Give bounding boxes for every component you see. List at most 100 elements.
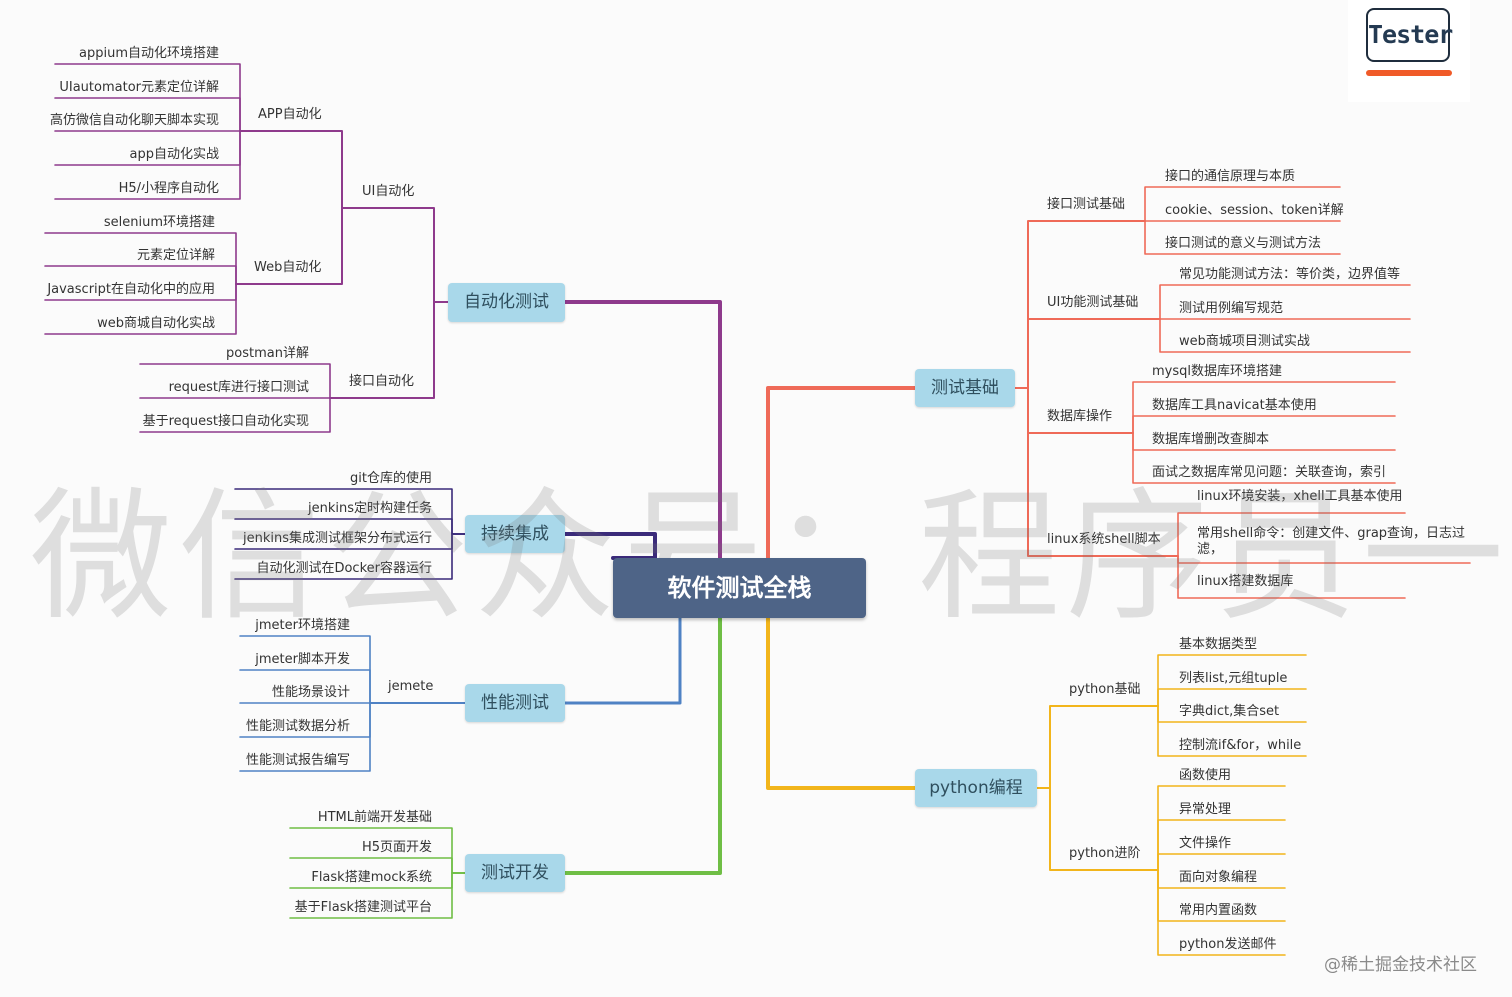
label-app-automation: APP自动化 [258, 107, 322, 122]
dev-item: Flask搭建mock系统 [311, 870, 432, 885]
label-web-automation: Web自动化 [254, 260, 322, 275]
node-basics: 测试基础 [915, 369, 1015, 407]
connector-app-item [54, 130, 241, 200]
credit-text: @稀土掘金技术社区 [1324, 955, 1477, 975]
root-node: 软件测试全栈 [613, 558, 866, 618]
web-item: selenium环境搭建 [103, 215, 215, 230]
connector-ui-basics-item [1159, 318, 1411, 353]
connector-api-item [139, 397, 331, 433]
label-linux: linux系统shell脚本 [1047, 532, 1161, 547]
connector-web-item [44, 265, 237, 285]
ci-item: jenkins集成测试框架分布式运行 [242, 531, 432, 546]
app-item: app自动化实战 [129, 147, 219, 162]
python-basic-item: 列表list,元组tuple [1179, 671, 1288, 686]
logo-underline [1366, 70, 1452, 76]
dev-item: HTML前端开发基础 [317, 810, 432, 825]
logo-text: Tester [1366, 8, 1453, 62]
python-advanced-item: python发送邮件 [1179, 937, 1277, 952]
interface-item: 接口的通信原理与本质 [1165, 169, 1296, 184]
app-item: UIautomator元素定位详解 [59, 80, 219, 95]
perf-item: jmeter环境搭建 [255, 618, 350, 633]
python-advanced-item: 异常处理 [1179, 802, 1232, 817]
label-python-basic: python基础 [1069, 682, 1141, 697]
linux-item: 常用shell命令：创建文件、grap查询，日志过滤， [1197, 526, 1466, 557]
perf-item: 性能场景设计 [271, 685, 350, 700]
connector-web [317, 207, 343, 285]
label-python-advanced: python进阶 [1069, 846, 1141, 861]
connector-api [405, 301, 435, 399]
connector-basics [766, 386, 917, 560]
api-item: 基于request接口自动化实现 [142, 414, 309, 429]
perf-item: 性能测试数据分析 [245, 719, 350, 734]
python-advanced-item: 面向对象编程 [1179, 870, 1258, 885]
connector-app [317, 130, 343, 209]
connector-python-advanced-item [1157, 853, 1286, 871]
dev-item: 基于Flask搭建测试平台 [294, 900, 432, 915]
connector-dev-item [289, 872, 466, 919]
dev-item: H5页面开发 [361, 840, 432, 855]
db-item: mysql数据库环境搭建 [1152, 364, 1282, 379]
app-item: appium自动化环境搭建 [79, 46, 219, 61]
connector-python-basic-item [1157, 705, 1307, 757]
connector-db-item [1132, 415, 1396, 434]
connector-perf-item [239, 702, 371, 772]
connector-python [766, 616, 917, 790]
python-advanced-item: 常用内置函数 [1179, 903, 1258, 918]
label-api-automation: 接口自动化 [349, 374, 415, 389]
logo: Tester [1348, 0, 1470, 102]
connector-perf-item [239, 669, 371, 704]
python-advanced-item: 文件操作 [1179, 836, 1232, 851]
connector-automation [563, 300, 722, 560]
python-basic-item: 字典dict,集合set [1179, 704, 1280, 719]
connector-interface-item [1144, 220, 1341, 255]
node-automation: 自动化测试 [448, 283, 565, 322]
connector-interface-item [1144, 186, 1341, 222]
connector-dev [563, 616, 722, 875]
ui-basics-item: 常见功能测试方法：等价类，边界值等 [1179, 267, 1401, 282]
app-item: 高仿微信自动化聊天脚本实现 [49, 113, 219, 128]
connector-ui-basics-item [1159, 284, 1411, 320]
connector-python-advanced-item [1157, 869, 1286, 956]
label-interface-basics: 接口测试基础 [1047, 197, 1126, 212]
interface-item: cookie、session、token详解 [1165, 203, 1344, 218]
connector-ui-basics [1027, 318, 1161, 389]
node-python: python编程 [915, 769, 1037, 807]
connector-ci-item [234, 533, 466, 580]
connector-python-basic-item [1157, 688, 1307, 707]
perf-item: 性能测试报告编写 [245, 753, 350, 768]
connector-performance [563, 616, 682, 705]
ci-item: 自动化测试在Docker容器运行 [256, 561, 432, 576]
app-item: H5/小程序自动化 [118, 181, 219, 196]
connector-app-item [54, 97, 241, 132]
python-advanced-item: 函数使用 [1179, 768, 1232, 783]
connector-ci [563, 532, 657, 560]
label-db: 数据库操作 [1047, 409, 1113, 424]
web-item: 元素定位详解 [136, 248, 215, 263]
ui-basics-item: 测试用例编写规范 [1179, 301, 1284, 316]
connector-python-basic [1049, 705, 1159, 789]
node-dev: 测试开发 [465, 854, 565, 892]
web-item: Javascript在自动化中的应用 [47, 282, 215, 297]
label-ui-automation: UI自动化 [362, 184, 415, 199]
ci-item: jenkins定时构建任务 [307, 501, 432, 516]
linux-item: linux搭建数据库 [1197, 574, 1294, 589]
label-ui-basics: UI功能测试基础 [1047, 295, 1139, 310]
api-item: postman详解 [226, 346, 309, 361]
api-item: request库进行接口测试 [168, 380, 309, 395]
connector-ui [405, 207, 449, 303]
node-performance: 性能测试 [465, 684, 565, 722]
db-item: 数据库工具navicat基本使用 [1152, 398, 1317, 413]
connector-web-item [44, 283, 237, 335]
db-item: 面试之数据库常见问题：关联查询，索引 [1152, 465, 1387, 480]
linux-item: linux环境安装，xhell工具基本使用 [1197, 489, 1403, 504]
connector-python-advanced-item [1157, 785, 1286, 871]
connector-linux [1027, 387, 1179, 557]
connector-python-advanced [1049, 787, 1159, 871]
perf-item: jmeter脚本开发 [255, 652, 350, 667]
connector-linux-item [1177, 512, 1406, 557]
interface-item: 接口测试的意义与测试方法 [1165, 236, 1322, 251]
connector-api-item [139, 363, 331, 399]
db-item: 数据库增删改查脚本 [1152, 432, 1270, 447]
ui-basics-item: web商城项目测试实战 [1179, 334, 1310, 349]
